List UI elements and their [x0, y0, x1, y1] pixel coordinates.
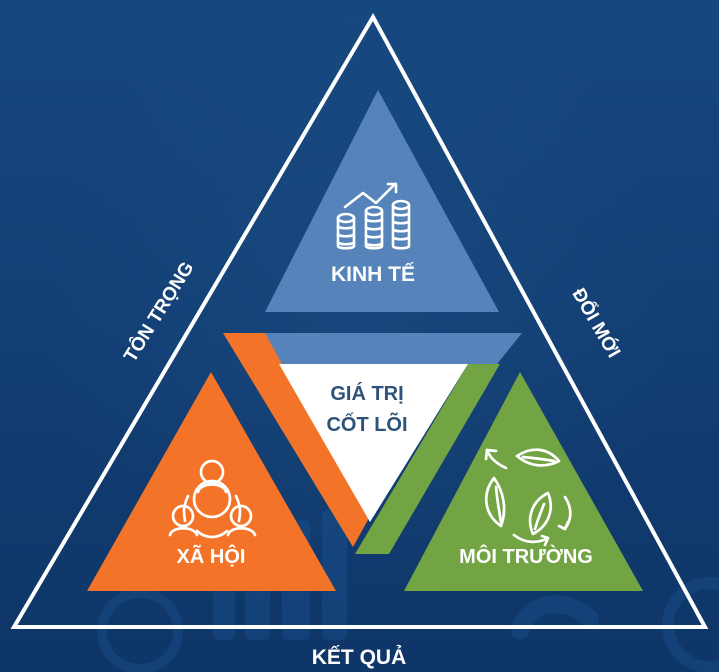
coin-stack-icon	[391, 203, 411, 250]
coin-stack-icon	[336, 216, 356, 250]
cycle-arrow-head-icon	[484, 448, 498, 461]
cycle-arrow-head-icon	[540, 534, 550, 547]
center-blue-edge	[265, 333, 522, 364]
core-values-line-2: CỐT LÕI	[326, 412, 407, 436]
society-label: XÃ HỘI	[177, 544, 246, 568]
economy-triangle	[265, 90, 499, 312]
environment-triangle	[404, 372, 643, 591]
person-shoulders-icon	[168, 526, 199, 537]
background-bar-shape	[322, 510, 347, 640]
cycle-arrow-head-icon	[557, 520, 570, 531]
person-head-icon	[229, 504, 253, 528]
group-circle-icon	[192, 479, 232, 519]
person-shoulders-icon	[196, 483, 228, 494]
community-people-icon	[168, 459, 257, 539]
bottom-edge-label: KẾT QUẢ	[312, 646, 407, 669]
leaf-icon	[515, 448, 561, 467]
growth-line-icon	[343, 182, 397, 209]
cycle-arrow-icon	[512, 533, 550, 544]
coin-stack-icon	[336, 224, 356, 246]
person-head-icon	[171, 504, 195, 528]
arrow-head-icon	[386, 182, 398, 194]
environment-label: MÔI TRƯỜNG	[459, 544, 593, 568]
leaf-vein-icon	[533, 502, 546, 531]
center-orange-edge	[223, 333, 369, 547]
coin-stack-icon	[364, 217, 384, 247]
leaf-icon	[528, 491, 553, 536]
background-person-shape	[511, 595, 599, 639]
leaf-vein-icon	[521, 455, 556, 463]
leaf-vein-icon	[494, 485, 503, 524]
core-values-line-1: GIÁ TRỊ	[330, 382, 403, 405]
leaf-cycle-icon	[484, 448, 572, 547]
background-person-shape	[97, 588, 183, 672]
center-core-triangle	[279, 364, 468, 522]
leaf-icon	[484, 476, 506, 528]
outer-triangle-outline	[10, 12, 709, 629]
coin-stack-icon	[391, 211, 411, 241]
growth-coins-icon	[336, 182, 411, 250]
coin-stack-icon	[364, 209, 384, 250]
person-head-icon	[199, 459, 225, 485]
economy-label: KINH TẾ	[331, 263, 415, 286]
connection-lines-icon	[182, 494, 242, 539]
center-green-edge	[355, 364, 500, 554]
person-shoulders-icon	[226, 526, 257, 537]
